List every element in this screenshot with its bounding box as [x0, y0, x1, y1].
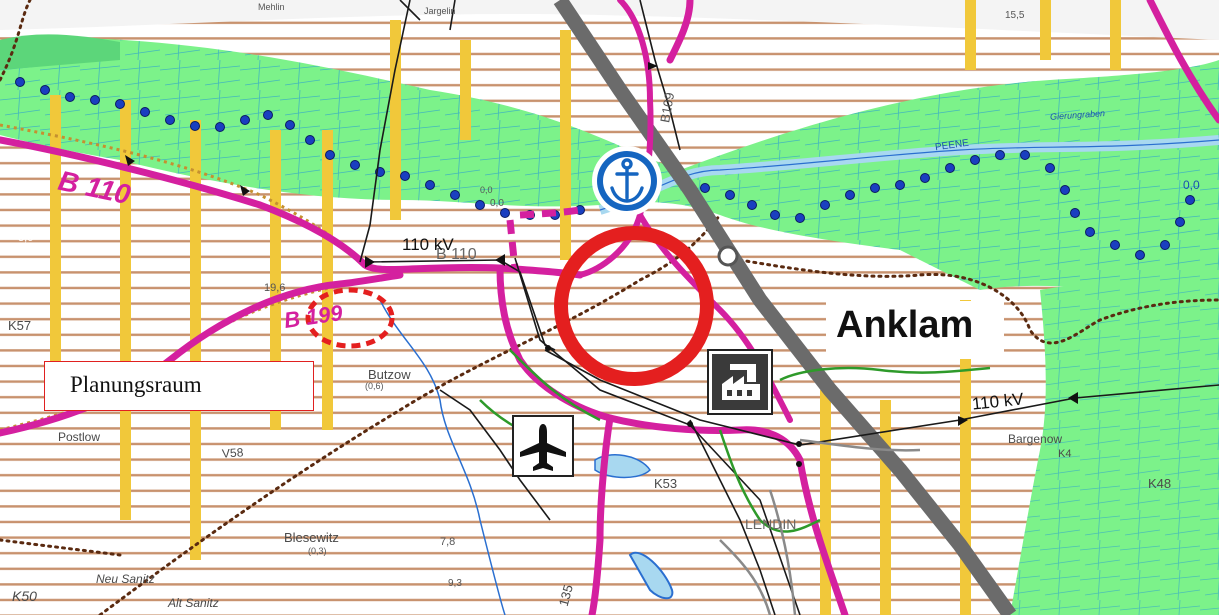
legend-label: Planungsraum: [70, 372, 202, 397]
value-7-8: 7,8: [440, 536, 456, 548]
factory-icon[interactable]: [707, 349, 773, 415]
forest-top: [0, 34, 120, 70]
railway: [553, 0, 1017, 615]
place-mehlin: Mehlin: [258, 2, 285, 12]
station-marker[interactable]: [717, 245, 739, 267]
value-0-0-center: 0,0: [480, 185, 493, 195]
place-jargelin: Jargelin: [424, 6, 456, 16]
b199-highlight[interactable]: [305, 287, 395, 349]
power-line-label-west: 110 kV: [402, 235, 454, 254]
value-9-3: 9,3: [448, 578, 462, 589]
legend-box: [44, 361, 314, 411]
center-ring-icon[interactable]: [554, 226, 714, 386]
power-line-markers: [125, 62, 1078, 467]
brown-boundary-west: [0, 273, 401, 432]
place-lendin: LENDIN: [745, 516, 797, 532]
value-3-6: 3,6: [18, 232, 34, 244]
grey-roads: [719, 438, 921, 615]
place-bargenow: Bargenow: [1008, 432, 1063, 446]
place-butzow: Butzow: [368, 367, 411, 382]
airport-icon[interactable]: [512, 415, 574, 477]
town-label[interactable]: Anklam: [836, 304, 974, 346]
value-0-3: (0,3): [308, 546, 327, 556]
brown-boundary-nw: [0, 123, 362, 264]
stream-south: [379, 299, 506, 615]
road-code-k57: K57: [8, 318, 32, 333]
road-code-k4: K4: [1058, 448, 1072, 460]
road-code-k48: K48: [1148, 476, 1172, 491]
meadow-east-detail: [1010, 265, 1219, 615]
value-0-0-east: 0,0: [1183, 178, 1200, 192]
upper-area: [0, 0, 1219, 40]
planned-road: [506, 206, 581, 269]
lake-south: [628, 551, 674, 600]
protected-area-dots: [15, 77, 1195, 260]
town-label-box: [826, 301, 1004, 359]
place-neu-sanitz: Neu Sanitz: [96, 572, 155, 586]
place-alt-sanitz: Alt Sanitz: [168, 596, 219, 610]
value-0-0: 0,0: [490, 198, 504, 209]
value-0-6: (0,6): [365, 381, 384, 391]
place-postlow: Postlow: [58, 430, 101, 444]
road-label-b110-east: B 110: [436, 246, 477, 263]
value-15-5: 15,5: [1005, 10, 1025, 21]
road-code-k53: K53: [654, 476, 678, 491]
road-code-k50: K50: [12, 588, 37, 604]
place-blesewitz: Blesewitz: [284, 530, 339, 545]
anchor-icon[interactable]: [592, 146, 662, 216]
value-19-6: 19,6: [264, 282, 286, 294]
road-code-v58: V58: [221, 445, 244, 461]
